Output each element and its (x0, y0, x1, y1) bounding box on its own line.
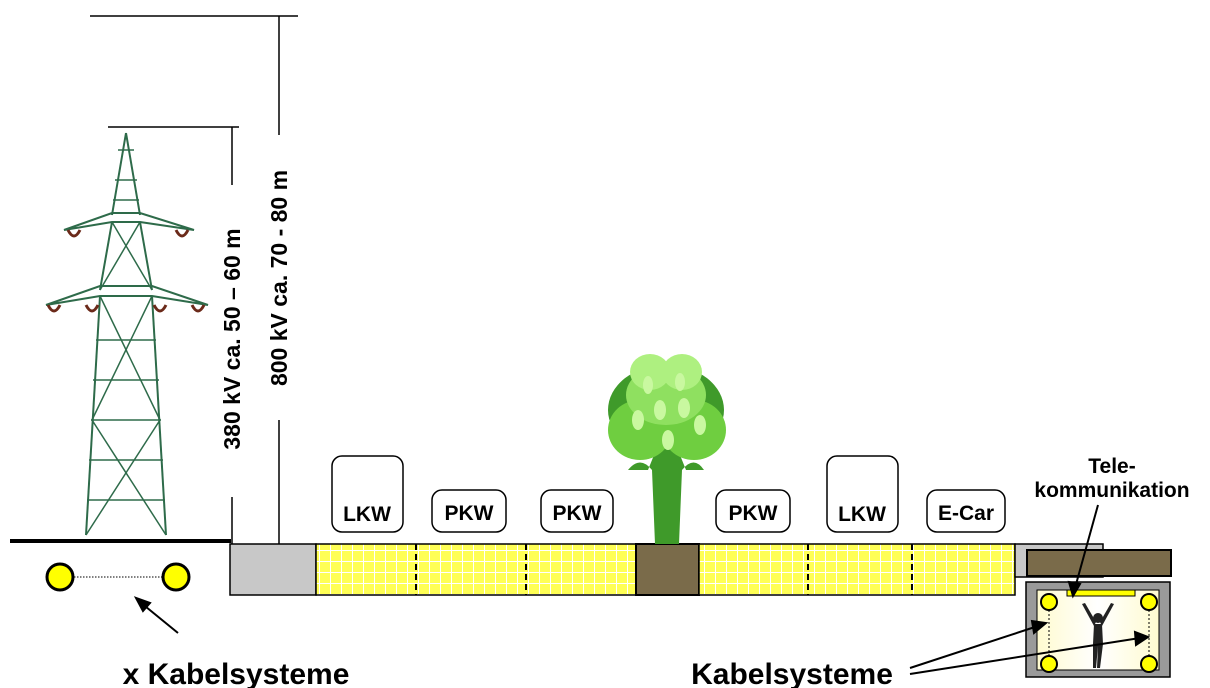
tree-icon (608, 354, 726, 544)
vehicle-pkw-3: PKW (715, 489, 791, 533)
road-right (698, 543, 1016, 596)
vehicle-pkw-2: PKW (540, 489, 614, 533)
lane-dividers (415, 544, 913, 595)
telecom-tray (1066, 589, 1136, 597)
vehicle-label: PKW (729, 502, 778, 525)
tunnel-lid (1026, 549, 1172, 577)
arrow-telecom-icon (1067, 504, 1099, 599)
vehicle-pkw-1: PKW (431, 489, 507, 533)
tunnel-cable-tl-icon (1040, 593, 1058, 611)
tree-soil (635, 543, 700, 596)
height-label-800kv: 800 kV ca. 70 - 80 m (266, 170, 292, 386)
cable-system-left (45, 562, 191, 592)
arrows-right-caption-icon (909, 619, 1151, 675)
height-label-380kv: 380 kV ca. 50 – 60 m (219, 228, 245, 449)
caption-right: Kabelsysteme (691, 658, 893, 688)
vehicle-lkw-2: LKW (826, 455, 899, 533)
telecom-label-line1: Tele- (1088, 455, 1135, 478)
sidewalk-left (229, 543, 317, 596)
utility-tunnel (1025, 549, 1172, 678)
arrow-left-caption-icon (133, 596, 179, 634)
tunnel-cable-br-icon (1140, 655, 1158, 673)
vehicle-label: LKW (343, 503, 391, 526)
worker-figure-icon (1082, 603, 1114, 668)
vehicle-label: PKW (553, 502, 602, 525)
vehicle-ecar: E-Car (926, 489, 1006, 533)
cable-left-b-icon (161, 562, 191, 592)
transmission-tower-icon (45, 132, 209, 536)
road-left (315, 543, 637, 596)
vehicle-label: PKW (445, 502, 494, 525)
caption-left: x Kabelsysteme (123, 658, 350, 688)
vehicle-lkw-1: LKW (331, 455, 404, 533)
vehicle-label: E-Car (938, 502, 994, 525)
tunnel-cable-bl-icon (1040, 655, 1058, 673)
cable-left-a-icon (45, 562, 75, 592)
height-reference-lines (90, 15, 298, 545)
vehicle-label: LKW (838, 503, 886, 526)
tunnel-cable-tr-icon (1140, 593, 1158, 611)
telecom-label-line2: kommunikation (1034, 479, 1189, 502)
